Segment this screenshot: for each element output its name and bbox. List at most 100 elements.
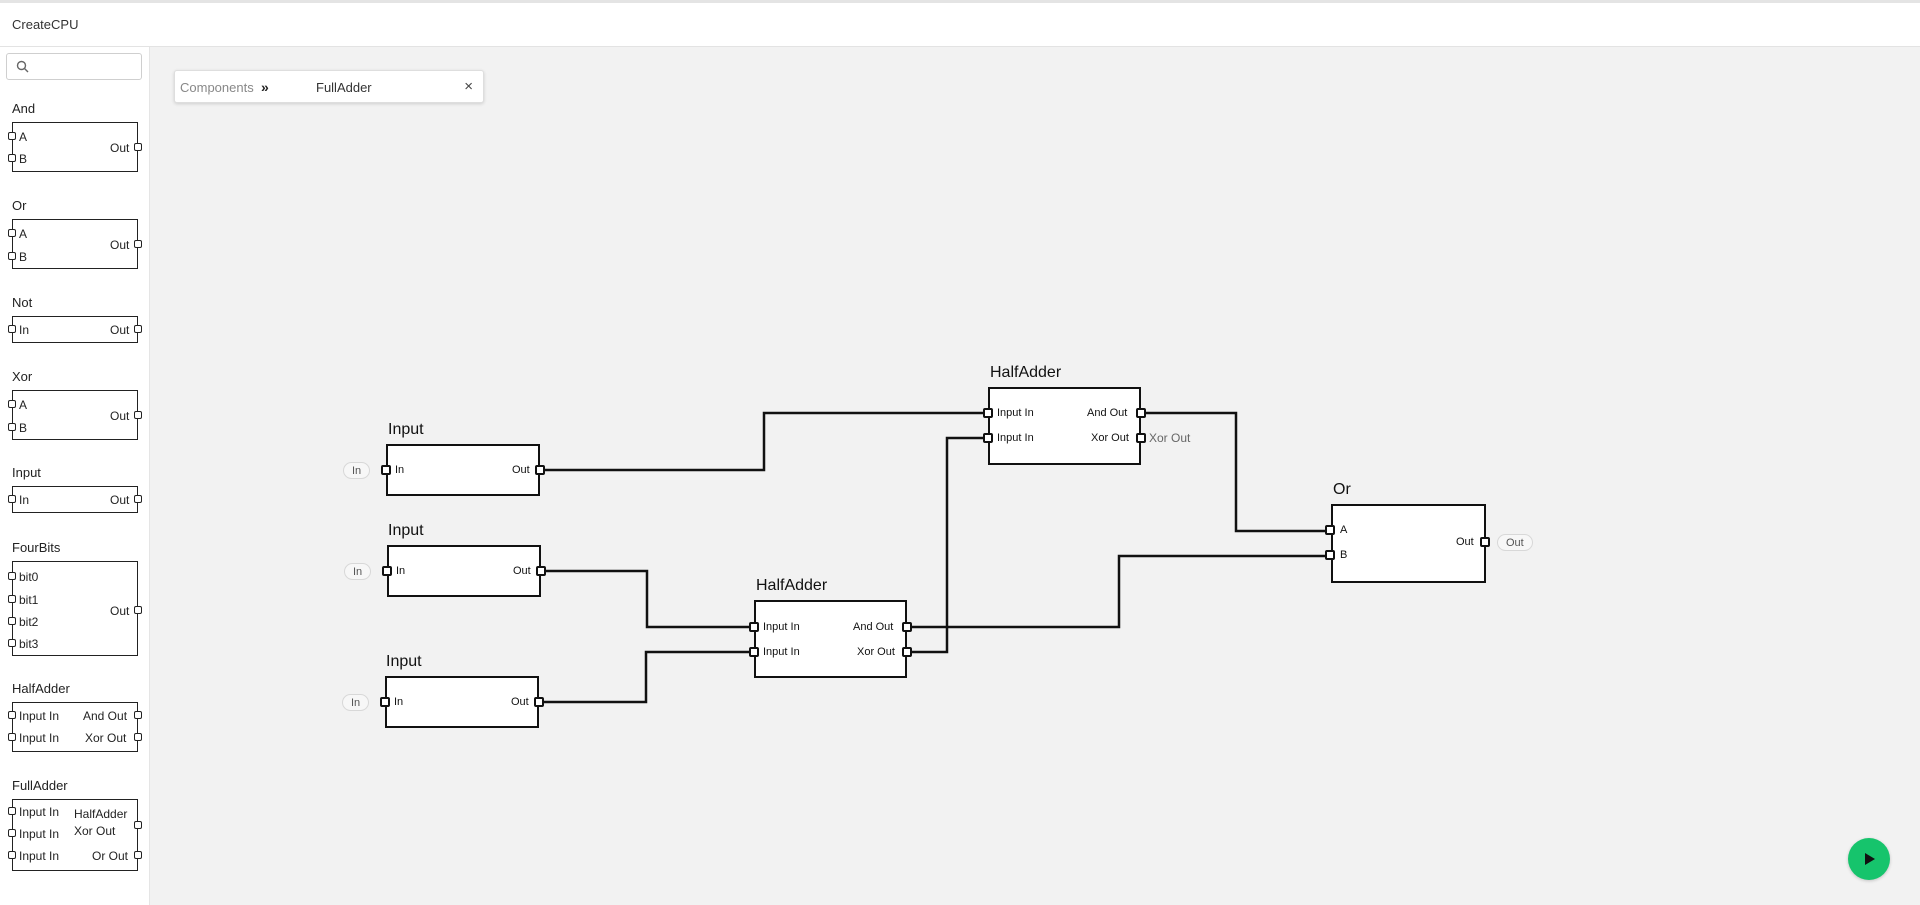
port-label: Xor Out [857, 646, 895, 658]
output-port[interactable] [1136, 433, 1146, 443]
breadcrumb-current: FullAdder [316, 80, 372, 95]
node-title: HalfAdder [990, 364, 1062, 381]
port-label: Out [110, 493, 130, 507]
component-preview [12, 219, 138, 269]
port-label: Xor Out [1091, 432, 1129, 444]
port-label: Out [513, 565, 531, 577]
port-label: Input In [19, 805, 60, 819]
component-preview [12, 390, 138, 440]
search-input[interactable] [35, 57, 139, 78]
input-port [8, 807, 16, 815]
input-port [8, 851, 16, 859]
search-box[interactable] [6, 53, 142, 80]
close-icon[interactable]: × [464, 78, 473, 95]
input-port[interactable] [381, 465, 391, 475]
port-label: B [19, 250, 28, 264]
io-pill[interactable]: In [344, 563, 372, 580]
input-port [8, 229, 16, 237]
output-port[interactable] [902, 622, 912, 632]
input-port [8, 617, 16, 625]
port-label: Out [1456, 536, 1474, 548]
output-port [134, 606, 142, 614]
port-label: bit2 [19, 615, 39, 629]
input-port[interactable] [1325, 550, 1335, 560]
sidebar-item-label: FourBits [12, 540, 61, 555]
input-port [8, 325, 16, 333]
node-title: Input [388, 522, 424, 539]
io-pill[interactable]: In [343, 462, 371, 479]
output-port[interactable] [536, 566, 546, 576]
port-label: Input In [19, 827, 60, 841]
output-port [134, 325, 142, 333]
output-port[interactable] [534, 697, 544, 707]
port-label: Input In [997, 432, 1034, 444]
input-port[interactable] [983, 433, 993, 443]
input-port [8, 711, 16, 719]
input-port [8, 829, 16, 837]
node-body[interactable] [754, 600, 907, 678]
port-label: Input In [19, 709, 60, 723]
output-port [134, 411, 142, 419]
input-port [8, 639, 16, 647]
input-port[interactable] [749, 622, 759, 632]
component-preview [12, 316, 138, 343]
sidebar-item-label: FullAdder [12, 778, 68, 793]
output-port[interactable] [535, 465, 545, 475]
node-body[interactable] [1331, 504, 1486, 583]
io-pill[interactable]: In [342, 694, 370, 711]
port-label: B [19, 421, 28, 435]
node-body[interactable] [988, 387, 1141, 465]
input-port [8, 595, 16, 603]
port-label: B [19, 152, 28, 166]
port-label: A [1340, 524, 1348, 536]
circuit-canvas[interactable]: Components » FullAdder × Input In In Out… [150, 47, 1920, 905]
port-label: Out [110, 604, 130, 618]
wire-input3-to-halfadder1 [539, 650, 754, 704]
input-port [8, 400, 16, 408]
wire-input2-to-halfadder1 [541, 569, 754, 629]
external-output-label: Xor Out [1149, 431, 1191, 445]
port-label: A [19, 130, 28, 144]
wire-input1-to-halfadder2 [540, 411, 988, 472]
port-label: And Out [1087, 407, 1128, 419]
sidebar-item-label: HalfAdder [12, 681, 70, 696]
component-sidebar: And A B Out Or A B Out Not In Out Xor A … [0, 47, 150, 905]
input-port [8, 733, 16, 741]
wire-halfadder2-and-to-or [1141, 411, 1330, 533]
input-port[interactable] [1325, 525, 1335, 535]
breadcrumb: Components » FullAdder × [174, 70, 484, 103]
input-port [8, 132, 16, 140]
wires-layer [539, 411, 1330, 704]
output-port [134, 240, 142, 248]
input-port[interactable] [983, 408, 993, 418]
output-port [134, 733, 142, 741]
output-port [134, 711, 142, 719]
input-port [8, 154, 16, 162]
output-port[interactable] [1136, 408, 1146, 418]
io-pill[interactable]: Out [1497, 534, 1533, 551]
port-label: Out [110, 238, 130, 252]
port-label: bit1 [19, 593, 39, 607]
run-button[interactable] [1848, 838, 1890, 880]
input-port[interactable] [380, 697, 390, 707]
node-body[interactable] [385, 676, 539, 728]
output-port [134, 851, 142, 859]
input-port[interactable] [382, 566, 392, 576]
port-label: A [19, 398, 28, 412]
output-port[interactable] [902, 647, 912, 657]
node-body[interactable] [387, 545, 541, 597]
port-label: In [394, 696, 404, 708]
output-port[interactable] [1480, 537, 1490, 547]
play-icon [1865, 853, 1875, 865]
port-label: Out [110, 141, 130, 155]
node-title: Or [1333, 481, 1351, 498]
component-preview [12, 122, 138, 172]
output-port [134, 143, 142, 151]
port-label: Input In [19, 849, 60, 863]
breadcrumb-components[interactable]: Components [180, 80, 254, 95]
input-port [8, 495, 16, 503]
port-label: And Out [853, 621, 894, 633]
input-port[interactable] [749, 647, 759, 657]
app-title: CreateCPU [12, 17, 79, 32]
breadcrumb-separator-icon: » [261, 79, 269, 95]
